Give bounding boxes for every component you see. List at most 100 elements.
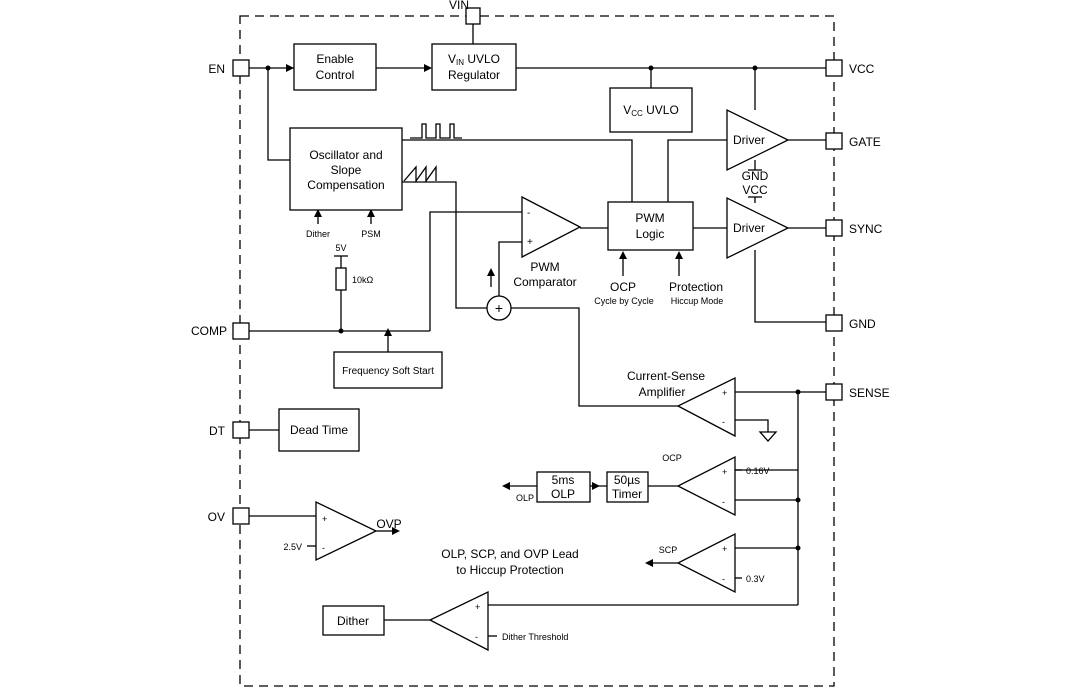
svg-text:Enable: Enable: [316, 52, 354, 66]
svg-text:+: +: [722, 467, 727, 477]
pin-sense: SENSE: [825, 383, 890, 401]
ocp-label: OCP: [610, 280, 636, 294]
svg-text:Compensation: Compensation: [307, 178, 384, 192]
ocp-comparator: + - OCP 0.16V: [662, 453, 770, 517]
current-sense-amplifier: + - Current-Sense Amplifier: [627, 369, 736, 438]
svg-text:50µs: 50µs: [614, 473, 640, 487]
frequency-soft-start-block: Frequency Soft Start: [333, 351, 443, 389]
summing-node: +: [486, 295, 512, 321]
svg-text:Current-Sense: Current-Sense: [627, 369, 705, 383]
pin-comp-label: COMP: [191, 324, 227, 338]
svg-text:5ms: 5ms: [552, 473, 575, 487]
svg-text:Frequency Soft Start: Frequency Soft Start: [342, 366, 434, 377]
svg-text:OVP: OVP: [376, 517, 401, 531]
svg-text:OLP: OLP: [551, 487, 575, 501]
dither-comparator: + - Dither Threshold: [428, 590, 568, 652]
pin-en: EN: [208, 59, 250, 77]
pin-gate: GATE: [825, 132, 881, 150]
pin-comp: COMP: [191, 322, 250, 340]
svg-text:10kΩ: 10kΩ: [352, 275, 374, 285]
sync-driver: Driver VCC: [726, 183, 790, 260]
svg-text:2.5V: 2.5V: [283, 542, 302, 552]
pin-gnd: GND: [825, 314, 876, 332]
svg-text:-: -: [322, 543, 325, 553]
protection-label: Protection: [669, 280, 723, 294]
svg-text:+: +: [722, 388, 727, 398]
svg-text:0.16V: 0.16V: [746, 466, 770, 476]
ground-symbol: [758, 431, 778, 442]
dither-block: Dither: [322, 605, 385, 636]
svg-text:VIN UVLO: VIN UVLO: [448, 52, 500, 67]
pin-gnd-label: GND: [849, 317, 876, 331]
arrowheads: [286, 64, 683, 567]
svg-text:Driver: Driver: [733, 221, 765, 235]
pin-dt: DT: [209, 421, 250, 439]
psm-input-label: PSM: [361, 229, 381, 239]
vcc-uvlo-block: VCC UVLO: [609, 87, 693, 133]
svg-text:-: -: [475, 632, 478, 642]
gate-driver: Driver GND: [726, 108, 790, 183]
vin-uvlo-regulator-block: VIN UVLO Regulator: [431, 43, 517, 91]
wires: [249, 24, 826, 637]
svg-text:GND: GND: [742, 169, 769, 183]
svg-text:OCP: OCP: [662, 453, 682, 463]
svg-text:Oscillator and: Oscillator and: [309, 148, 382, 162]
hiccup-note-line2: to Hiccup Protection: [456, 563, 563, 577]
svg-text:-: -: [722, 497, 725, 507]
olp-output-label: OLP: [516, 493, 534, 503]
svg-text:Driver: Driver: [733, 133, 765, 147]
oscillator-block: Oscillator and Slope Compensation: [289, 127, 403, 211]
svg-text:+: +: [527, 237, 533, 248]
svg-text:Dead Time: Dead Time: [290, 423, 348, 437]
svg-text:+: +: [495, 300, 503, 316]
pwm-comparator: - + PWM Comparator: [513, 195, 582, 289]
pulse-train-symbol: [410, 123, 462, 139]
svg-text:Dither Threshold: Dither Threshold: [502, 632, 568, 642]
pwm-logic-block: PWM Logic: [607, 201, 694, 251]
cycle-by-cycle-label: Cycle by Cycle: [594, 296, 654, 306]
pin-ov-label: OV: [208, 510, 225, 524]
timer-50us-block: 50µs Timer: [606, 471, 649, 503]
junction-dots: [265, 65, 801, 551]
olp-5ms-block: 5ms OLP: [536, 471, 591, 503]
pin-dt-label: DT: [209, 424, 226, 438]
pin-en-label: EN: [208, 62, 225, 76]
pin-sense-label: SENSE: [849, 386, 890, 400]
svg-text:Timer: Timer: [612, 487, 642, 501]
svg-text:5V: 5V: [335, 243, 346, 253]
svg-text:SCP: SCP: [659, 545, 678, 555]
svg-text:-: -: [722, 574, 725, 584]
svg-text:-: -: [527, 208, 530, 219]
ovp-comparator: + - OVP 2.5V: [283, 500, 402, 562]
pin-gate-label: GATE: [849, 135, 881, 149]
pin-vin: VIN: [449, 0, 481, 25]
hiccup-note-line1: OLP, SCP, and OVP Lead: [441, 547, 578, 561]
svg-text:Regulator: Regulator: [448, 68, 500, 82]
svg-text:PWM: PWM: [530, 260, 559, 274]
hiccup-mode-label: Hiccup Mode: [671, 296, 724, 306]
pin-ov: OV: [208, 507, 250, 525]
pin-vin-label: VIN: [449, 0, 469, 12]
svg-text:VCC UVLO: VCC UVLO: [623, 103, 679, 118]
svg-text:Slope: Slope: [331, 163, 362, 177]
pin-vcc: VCC: [825, 59, 875, 77]
svg-text:+: +: [475, 602, 480, 612]
svg-text:+: +: [722, 544, 727, 554]
svg-text:VCC: VCC: [742, 183, 768, 197]
pin-sync-label: SYNC: [849, 222, 883, 236]
sawtooth-symbol: [403, 164, 437, 184]
chip-boundary: [239, 15, 835, 687]
svg-text:Logic: Logic: [636, 227, 665, 241]
svg-text:Comparator: Comparator: [513, 275, 576, 289]
enable-control-block: Enable Control: [293, 43, 377, 91]
svg-text:+: +: [322, 514, 327, 524]
svg-text:PWM: PWM: [635, 211, 664, 225]
pin-vcc-label: VCC: [849, 62, 875, 76]
svg-text:Control: Control: [316, 68, 355, 82]
svg-text:-: -: [722, 417, 725, 427]
svg-text:Dither: Dither: [337, 614, 369, 628]
scp-comparator: + - SCP 0.3V: [659, 532, 765, 594]
svg-text:Amplifier: Amplifier: [639, 385, 686, 399]
pin-sync: SYNC: [825, 219, 883, 237]
